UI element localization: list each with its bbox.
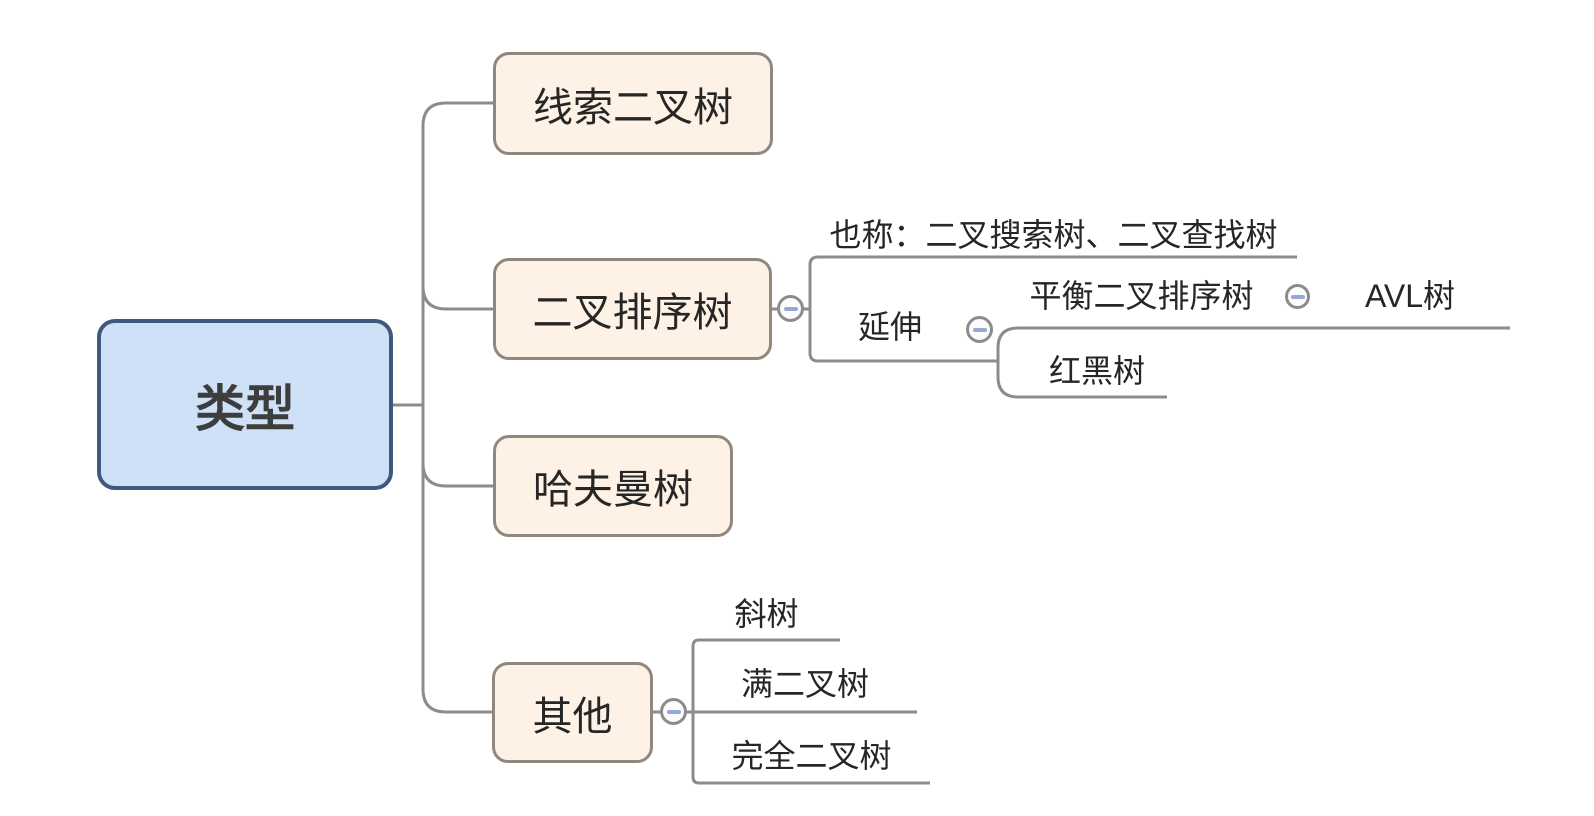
topic-label: 红黑树 — [1048, 353, 1145, 389]
topic-skewed-tree[interactable]: 斜树 — [693, 590, 840, 634]
minus-icon — [972, 327, 987, 332]
topic-avl-tree[interactable]: AVL树 — [1310, 272, 1510, 316]
topic-label: 满二叉树 — [740, 666, 869, 702]
root-topic-label: 类型 — [195, 380, 295, 437]
topic-label: 哈夫曼树 — [533, 468, 693, 512]
topic-threaded-binary-tree[interactable]: 线索二叉树 — [493, 52, 773, 155]
collapse-toggle-binary-sort-tree[interactable] — [777, 295, 804, 322]
other-children-bracket — [691, 638, 930, 785]
binary-sort-tree-children-bracket — [808, 255, 1297, 363]
topic-extension[interactable]: 延伸 — [810, 303, 970, 347]
collapse-toggle-extension[interactable] — [966, 316, 993, 343]
topic-red-black-tree[interactable]: 红黑树 — [1014, 347, 1180, 391]
topic-other[interactable]: 其他 — [492, 662, 653, 763]
topic-label: 也称：二叉搜索树、二叉查找树 — [829, 217, 1278, 253]
trunk-connector — [421, 101, 493, 714]
collapse-toggle-balanced-binary-sort-tree[interactable] — [1285, 284, 1310, 309]
root-topic[interactable]: 类型 — [97, 319, 393, 490]
minus-icon — [783, 306, 798, 311]
topic-full-binary-tree[interactable]: 满二叉树 — [693, 660, 917, 704]
topic-alias-note[interactable]: 也称：二叉搜索树、二叉查找树 — [810, 211, 1297, 255]
minus-icon — [1290, 294, 1305, 299]
binary-sort-tree-connector — [421, 285, 493, 311]
collapse-toggle-other[interactable] — [660, 698, 687, 725]
topic-label: 二叉排序树 — [532, 291, 733, 335]
topic-label: 平衡二叉排序树 — [1029, 278, 1254, 314]
huffman-tree-connector — [421, 462, 493, 488]
topic-label: 线索二叉树 — [533, 85, 733, 130]
minus-icon — [666, 709, 681, 714]
topic-complete-binary-tree[interactable]: 完全二叉树 — [693, 732, 930, 776]
extension-children-bracket — [996, 326, 1510, 399]
topic-label: 完全二叉树 — [731, 738, 892, 774]
topic-label: 斜树 — [734, 596, 799, 632]
topic-label: AVL树 — [1364, 278, 1456, 314]
topic-label: 其他 — [532, 694, 613, 739]
topic-binary-sort-tree[interactable]: 二叉排序树 — [493, 258, 772, 360]
topic-balanced-binary-sort-tree[interactable]: 平衡二叉排序树 — [998, 272, 1285, 316]
topic-label: 延伸 — [857, 309, 922, 345]
topic-huffman-tree[interactable]: 哈夫曼树 — [493, 435, 733, 537]
